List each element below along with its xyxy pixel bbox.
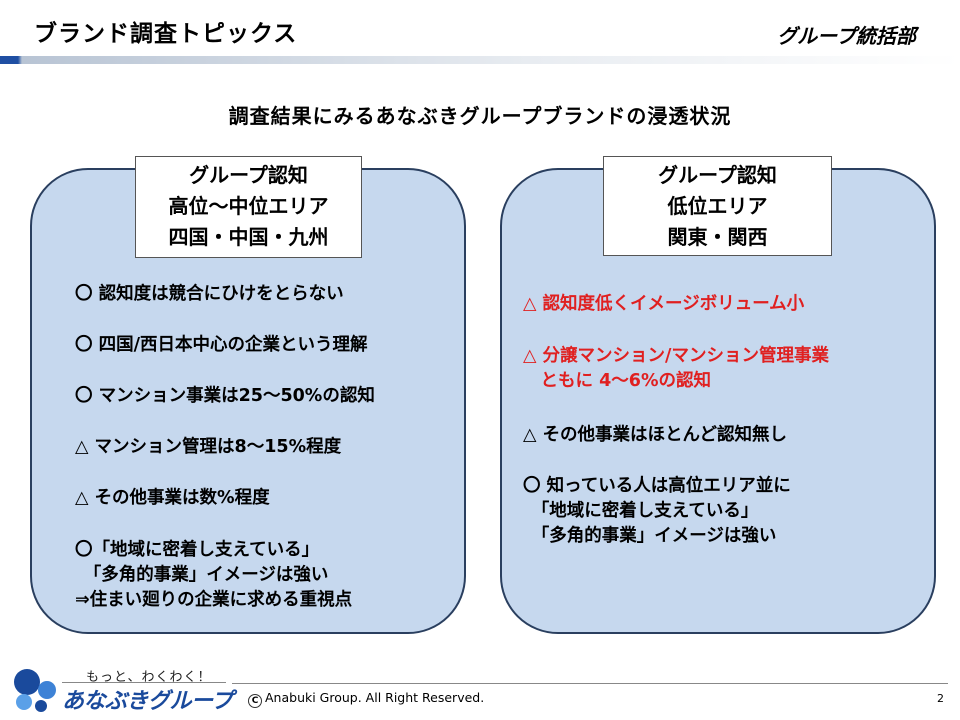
list-item: △ その他事業はほとんど認知無し: [523, 425, 788, 445]
right-label-line: 関東・関西: [667, 225, 768, 249]
list-item: 〇 認知度は競合にひけをとらない: [75, 284, 344, 304]
anabuki-logo-icon: [14, 669, 56, 712]
department-name: グループ統括部: [777, 24, 916, 48]
list-item: △ 認知度低くイメージボリューム小: [523, 294, 805, 314]
header-accent: [0, 56, 18, 64]
left-label-line: 高位～中位エリア: [168, 194, 329, 218]
brand-tagline: もっと、わくわく！: [86, 670, 212, 685]
left-label-line: グループ認知: [189, 163, 308, 187]
left-panel-label: グループ認知 高位～中位エリア 四国・中国・九州: [135, 156, 362, 258]
footer-divider: [232, 683, 948, 684]
copyright-icon: C: [248, 694, 262, 708]
copyright-text: Anabuki Group. All Right Reserved.: [265, 690, 485, 705]
right-panel-label: グループ認知 低位エリア 関東・関西: [603, 156, 832, 256]
list-item: 〇「地域に密着し支えている」 「多角的事業」イメージは強い ⇒住まい廻りの企業に…: [75, 540, 353, 610]
list-item: △ マンション管理は8～15%程度: [75, 437, 342, 457]
header-divider: [0, 56, 960, 64]
list-item: 〇 四国/西日本中心の企業という理解: [75, 335, 368, 355]
page-number: 2: [937, 692, 944, 705]
left-label-line: 四国・中国・九州: [168, 225, 329, 249]
slide-subtitle: 調査結果にみるあなぶきグループブランドの浸透状況: [228, 104, 732, 128]
list-item: 〇 マンション事業は25～50%の認知: [75, 386, 375, 406]
list-item: 〇 知っている人は高位エリア並に 「地域に密着し支えている」 「多角的事業」イメ…: [523, 476, 791, 546]
page-title: ブランド調査トピックス: [34, 21, 298, 47]
tagline-underline: [62, 682, 226, 683]
list-item: △ その他事業は数%程度: [75, 488, 270, 508]
brand-logo-text: あなぶきグループ: [62, 689, 233, 714]
list-item: △ 分譲マンション/マンション管理事業 ともに 4～6%の認知: [523, 346, 829, 391]
right-label-line: グループ認知: [658, 163, 777, 187]
right-label-line: 低位エリア: [667, 194, 768, 218]
